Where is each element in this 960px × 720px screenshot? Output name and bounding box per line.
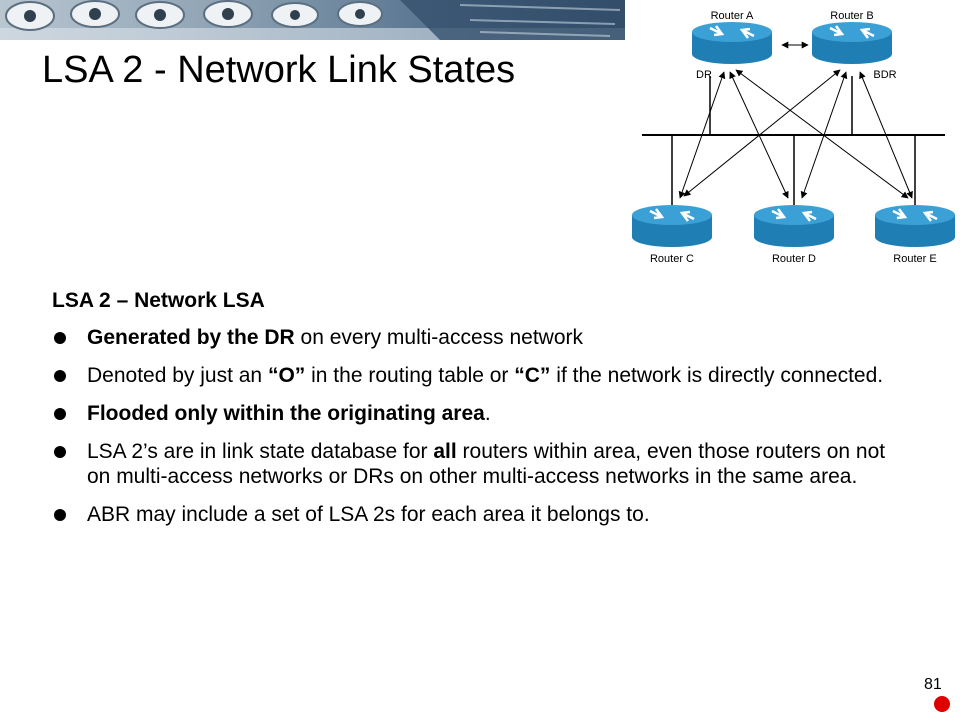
- router-b-label: Router B: [830, 10, 873, 22]
- network-diagram: Router A Router B DR BDR Router C Router…: [612, 0, 960, 272]
- router-d-icon: [754, 205, 834, 247]
- segment-links: [671, 76, 916, 205]
- bullet-item: Flooded only within the originating area…: [52, 401, 902, 426]
- bullet-icon: [54, 446, 66, 458]
- bullet-icon: [54, 370, 66, 382]
- bullet-item: LSA 2’s are in link state database for a…: [52, 439, 902, 489]
- lsa-flooding-arrows: [678, 41, 913, 199]
- bullet-text: Generated by the DR on every multi-acces…: [87, 326, 583, 349]
- router-a-role: DR: [696, 69, 712, 81]
- bullet-icon: [54, 332, 66, 344]
- slide-body: LSA 2 – Network LSA Generated by the DR …: [52, 288, 902, 540]
- bullet-item: Generated by the DR on every multi-acces…: [52, 325, 902, 350]
- router-d-label: Router D: [772, 253, 816, 265]
- bullet-text: LSA 2’s are in link state database for a…: [87, 440, 885, 488]
- bullet-text-segment: “C”: [514, 364, 551, 387]
- bullet-text-segment: on every multi-access network: [294, 326, 583, 349]
- bullet-text-segment: Flooded only within the originating area: [87, 402, 485, 425]
- bullet-list: Generated by the DR on every multi-acces…: [52, 325, 902, 527]
- red-dot-icon: [934, 696, 950, 712]
- slide-title: LSA 2 - Network Link States: [42, 49, 516, 91]
- bullet-text: ABR may include a set of LSA 2s for each…: [87, 503, 650, 526]
- router-b-icon: [812, 22, 892, 64]
- router-e-icon: [875, 205, 955, 247]
- bullet-text: Flooded only within the originating area…: [87, 402, 491, 425]
- bullet-text-segment: Generated by the DR: [87, 326, 295, 349]
- bullet-text-segment: if the network is directly connected.: [550, 364, 884, 387]
- header-banner-image: [0, 0, 625, 40]
- router-a-icon: [692, 22, 772, 64]
- bullet-icon: [54, 408, 66, 420]
- bullet-text-segment: ABR may include a set of LSA 2s for each…: [87, 503, 650, 526]
- bullet-text: Denoted by just an “O” in the routing ta…: [87, 364, 883, 387]
- page-number: 81: [924, 676, 942, 693]
- bullet-text-segment: Denoted by just an: [87, 364, 268, 387]
- router-c-icon: [632, 205, 712, 247]
- bullet-text-segment: LSA 2’s are in link state database for: [87, 440, 434, 463]
- bullet-text-segment: routers within area, even those routers …: [87, 440, 886, 488]
- bullet-item: ABR may include a set of LSA 2s for each…: [52, 502, 902, 527]
- keyboard-banner: [0, 0, 625, 40]
- bullet-icon: [54, 509, 66, 521]
- router-c-label: Router C: [650, 253, 694, 265]
- section-subheading: LSA 2 – Network LSA: [52, 289, 265, 312]
- bullet-text-segment: .: [484, 402, 491, 425]
- bullet-item: Denoted by just an “O” in the routing ta…: [52, 363, 902, 388]
- router-a-label: Router A: [711, 10, 754, 22]
- bullet-text-segment: in the routing table or: [305, 364, 515, 387]
- router-e-label: Router E: [893, 253, 936, 265]
- bullet-text-segment: all: [433, 440, 457, 463]
- bullet-text-segment: “O”: [267, 364, 306, 387]
- router-b-role: BDR: [873, 69, 896, 81]
